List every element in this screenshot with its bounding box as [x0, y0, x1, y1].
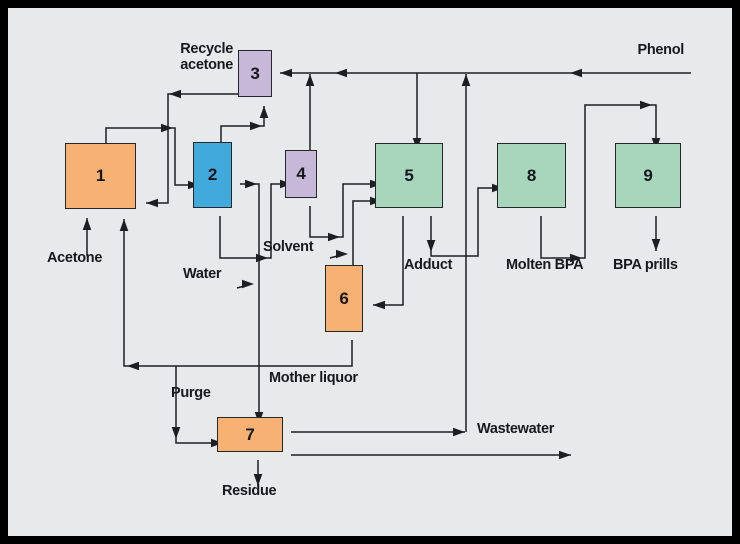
flow-line-molten-bpa-line: [540, 104, 657, 259]
arrowhead: [250, 121, 262, 131]
unit-box-unit-7: 7: [217, 417, 283, 452]
unit-box-column-3: 3: [238, 50, 272, 97]
arrowhead: [146, 198, 158, 208]
unit-number: 1: [95, 166, 106, 185]
label-solvent: Solvent: [263, 239, 314, 255]
label-molten-bpa: Molten BPA: [506, 257, 584, 273]
arrowhead: [651, 239, 661, 251]
arrowhead: [328, 232, 340, 242]
label-bpa-prills: BPA prills: [613, 257, 678, 273]
flow-line-purge-line: [175, 366, 223, 444]
arrowhead: [256, 253, 268, 263]
arrowhead: [82, 218, 92, 230]
arrowhead: [559, 450, 571, 460]
unit-number: 9: [643, 165, 653, 185]
flow-line-solvent-line: [352, 200, 382, 273]
flow-line-unit1-to-unit2: [105, 127, 200, 186]
label-phenol: Phenol: [637, 42, 684, 58]
arrowhead: [640, 100, 652, 110]
unit-number: 3: [250, 63, 260, 83]
arrowhead: [280, 68, 292, 78]
arrowhead: [171, 427, 181, 439]
unit-number: 5: [404, 165, 414, 185]
unit-number: 7: [245, 424, 255, 444]
arrowhead: [453, 427, 465, 437]
arrowhead: [570, 68, 582, 78]
label-purge: Purge: [171, 385, 211, 401]
label-water: Water: [183, 266, 222, 282]
arrowhead: [253, 474, 263, 486]
arrowhead: [245, 179, 257, 189]
label-recycle-acetone: Recycle acetone: [180, 41, 233, 73]
arrowhead: [426, 240, 436, 252]
flow-line-unit4-to-unit5: [309, 183, 382, 238]
label-acetone: Acetone: [47, 250, 103, 266]
flow-line-unit5-to-unit6: [373, 216, 404, 306]
arrowhead: [570, 253, 582, 263]
unit-box-reactor-1: 1: [65, 143, 136, 209]
label-residue: Residue: [222, 483, 277, 499]
unit-number: 4: [296, 164, 306, 183]
arrowhead: [373, 300, 385, 310]
flow-line-unit2-to-unit4: [219, 183, 292, 259]
unit-number: 6: [339, 288, 349, 308]
arrowhead: [242, 279, 254, 289]
unit-box-column-2: 2: [193, 142, 232, 208]
arrowhead: [161, 123, 173, 133]
arrowhead: [119, 219, 129, 231]
unit-box-unit-9: 9: [615, 143, 681, 208]
flow-line-mother-liquor-line: [123, 219, 353, 367]
arrowhead: [305, 74, 315, 86]
arrowhead: [127, 361, 139, 371]
arrowhead: [259, 106, 269, 118]
arrowhead: [461, 74, 471, 86]
label-mother-liquor: Mother liquor: [269, 370, 358, 386]
flow-line-water-line: [240, 183, 260, 424]
unit-box-crystallizer-5: 5: [375, 143, 443, 208]
label-wastewater: Wastewater: [477, 421, 555, 437]
arrowhead: [169, 89, 181, 99]
label-adduct: Adduct: [404, 257, 453, 273]
unit-number: 2: [207, 165, 218, 184]
arrowhead: [335, 68, 347, 78]
unit-box-unit-6: 6: [325, 265, 363, 332]
unit-number: 8: [526, 165, 537, 185]
arrowhead: [336, 249, 348, 259]
unit-box-unit-8: 8: [497, 143, 566, 208]
unit-box-column-4: 4: [285, 150, 317, 198]
